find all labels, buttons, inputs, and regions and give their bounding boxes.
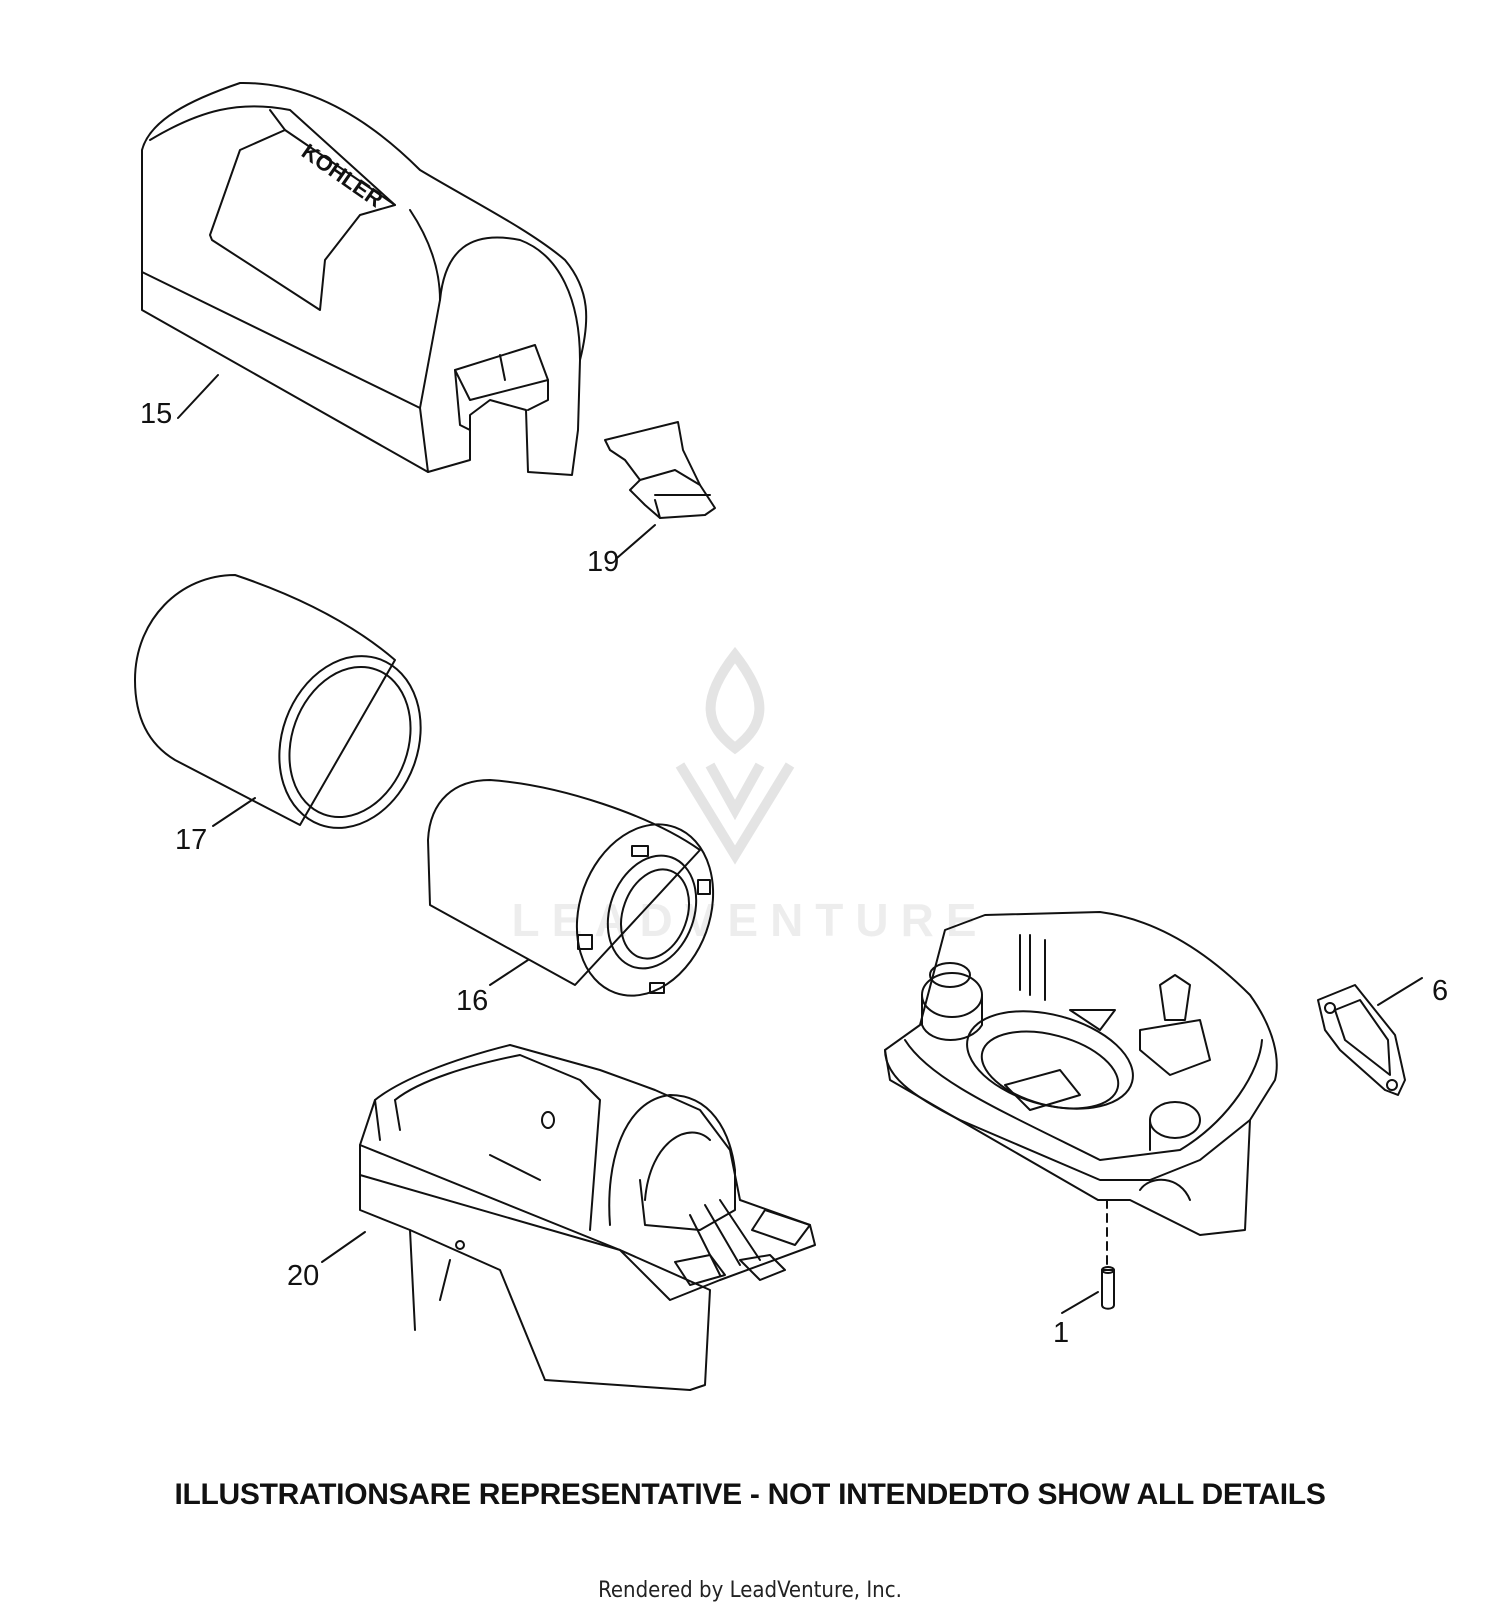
callout-20[interactable]: 20 bbox=[287, 1260, 320, 1292]
precleaner-sleeve-icon bbox=[134, 574, 422, 829]
cover-latch-icon bbox=[604, 421, 716, 519]
gasket-icon bbox=[1317, 984, 1406, 1096]
air-filter-element-icon bbox=[427, 779, 715, 997]
air-cleaner-cover-icon: KOHLER bbox=[141, 81, 588, 476]
callout-6[interactable]: 6 bbox=[1432, 975, 1449, 1007]
kohler-logo-text: KOHLER bbox=[297, 139, 388, 213]
leader-line-20 bbox=[321, 1231, 366, 1263]
leader-line-15 bbox=[177, 374, 219, 419]
air-cleaner-housing-icon bbox=[884, 911, 1278, 1236]
leader-line-1 bbox=[1061, 1291, 1099, 1314]
rendered-by-footer: Rendered by LeadVenture, Inc. bbox=[598, 1578, 902, 1603]
pin-icon bbox=[1101, 1199, 1115, 1310]
disclaimer-text: ILLUSTRATIONSARE REPRESENTATIVE - NOT IN… bbox=[174, 1478, 1326, 1511]
callout-19[interactable]: 19 bbox=[587, 546, 620, 578]
callout-17[interactable]: 17 bbox=[175, 824, 208, 856]
callout-16[interactable]: 16 bbox=[456, 985, 489, 1017]
air-cleaner-base-icon bbox=[359, 1044, 816, 1391]
leader-line-6 bbox=[1377, 977, 1423, 1006]
callout-1[interactable]: 1 bbox=[1053, 1317, 1070, 1349]
watermark-text: LEADVENTURE bbox=[511, 894, 989, 946]
leader-line-17 bbox=[212, 797, 256, 827]
callout-15[interactable]: 15 bbox=[140, 398, 173, 430]
leader-line-16 bbox=[489, 959, 529, 986]
leader-line-19 bbox=[616, 524, 656, 559]
